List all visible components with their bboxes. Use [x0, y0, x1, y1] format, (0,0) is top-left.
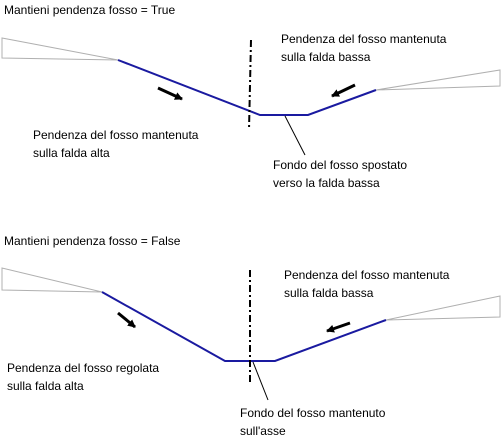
label-high-side-line1: Pendenza del fosso mantenuta — [33, 128, 199, 142]
left-surface-outline — [1, 267, 103, 293]
panel-true: Mantieni pendenza fosso = True Pendenza … — [1, 3, 501, 190]
label-high-side-line1: Pendenza del fosso regolata — [7, 361, 159, 375]
label-bottom-line2: sull'asse — [240, 424, 286, 438]
left-surface-outline — [1, 37, 119, 61]
label-high-side-line2: sulla falda alta — [7, 379, 84, 393]
bottom-leader-line — [284, 115, 306, 156]
label-high-side-line2: sulla falda alta — [33, 146, 110, 160]
label-low-side-line2: sulla falda bassa — [284, 286, 374, 300]
label-bottom-line2: verso la falda bassa — [273, 176, 380, 190]
arrow-high-side — [157, 86, 183, 101]
arrow-high-side — [117, 311, 136, 329]
label-low-side-line1: Pendenza del fosso mantenuta — [284, 268, 450, 282]
panel-false-heading: Mantieni pendenza fosso = False — [4, 234, 181, 248]
ditch-profile — [117, 59, 377, 116]
right-surface-outline — [375, 69, 501, 91]
panel-true-heading: Mantieni pendenza fosso = True — [4, 3, 175, 17]
label-bottom-line1: Fondo del fosso spostato — [273, 158, 407, 172]
label-low-side-line2: sulla falda bassa — [281, 50, 371, 64]
arrow-low-side — [326, 321, 351, 333]
label-bottom-line1: Fondo del fosso mantenuto — [240, 406, 386, 420]
right-surface-outline — [385, 295, 501, 321]
bottom-leader-line — [252, 361, 269, 401]
centerline — [248, 39, 252, 131]
arrow-low-side — [331, 83, 356, 98]
panel-false: Mantieni pendenza fosso = False Pendenza… — [1, 234, 501, 438]
label-low-side-line1: Pendenza del fosso mantenuta — [281, 32, 447, 46]
